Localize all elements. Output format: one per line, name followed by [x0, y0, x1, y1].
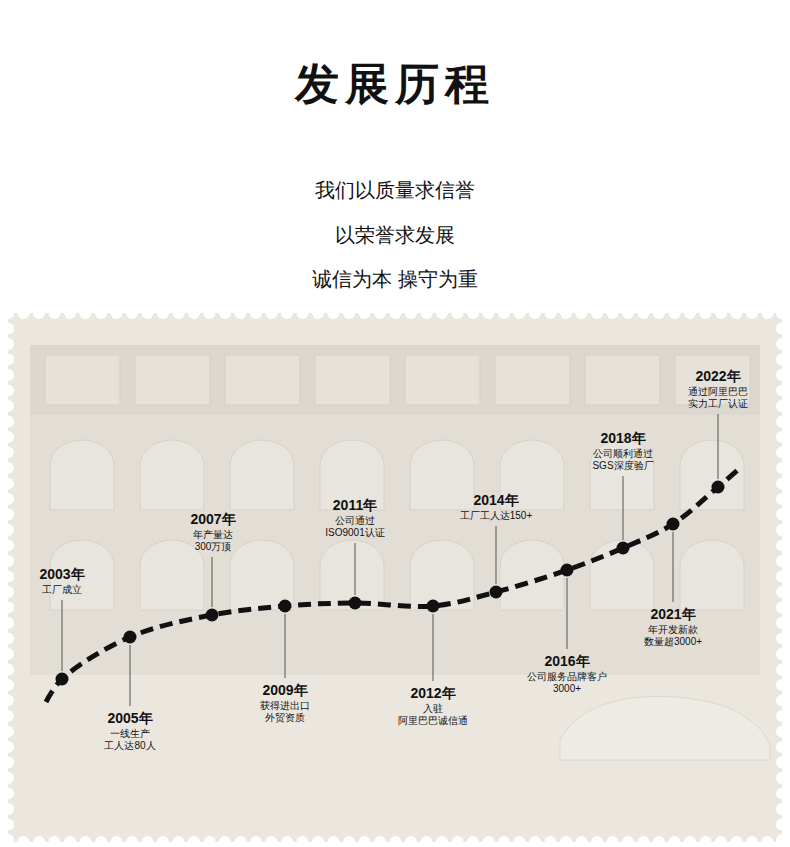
event-text: 一线生产 工人达80人 [104, 728, 155, 752]
event-text: 工厂成立 [42, 584, 82, 596]
year-label: 2009年 [262, 682, 307, 699]
event-text: 通过阿里巴巴 实力工厂认证 [688, 386, 748, 410]
year-label: 2007年 [190, 511, 235, 528]
milestone-dot [617, 542, 630, 555]
leader-line [673, 532, 674, 602]
milestone-dot [667, 518, 680, 531]
slogan-line: 诚信为本 操守为重 [312, 267, 478, 291]
year-label: 2012年 [410, 685, 455, 702]
milestone-dot [206, 609, 219, 622]
event-text: 工厂工人达150+ [460, 510, 533, 522]
event-text: 公司通过 ISO9001认证 [325, 515, 384, 539]
year-label: 2003年 [39, 566, 84, 583]
milestone-dot [490, 586, 503, 599]
event-text: 获得进出口 外贸资质 [260, 700, 310, 724]
year-label: 2016年 [544, 653, 589, 670]
building-illustration [30, 345, 770, 760]
milestone-dot [56, 673, 69, 686]
leader-line [567, 578, 568, 649]
year-label: 2005年 [107, 710, 152, 727]
leader-lines [62, 414, 718, 706]
milestone-dot [427, 600, 440, 613]
year-label: 2022年 [695, 368, 740, 385]
milestone-dot [349, 597, 362, 610]
leader-line [285, 614, 286, 678]
leader-line [496, 526, 497, 584]
year-label: 2018年 [600, 430, 645, 447]
milestone-dot [561, 564, 574, 577]
event-text: 年产量达 300万顶 [193, 529, 233, 553]
stamp-ground [8, 313, 782, 842]
leader-line [623, 476, 624, 540]
growth-curve [46, 468, 740, 702]
leader-line [212, 557, 213, 607]
milestone-dot [124, 631, 137, 644]
leader-line [62, 600, 63, 671]
milestone-dot [279, 600, 292, 613]
leader-line [718, 414, 719, 479]
event-text: 入驻 阿里巴巴诚信通 [398, 703, 468, 727]
milestone-dot [712, 481, 725, 494]
slogan-line: 以荣誉求发展 [335, 223, 455, 247]
event-text: 公司服务品牌客户 3000+ [527, 671, 607, 695]
year-label: 2011年 [333, 497, 377, 514]
year-label: 2021年 [650, 606, 695, 623]
year-label: 2014年 [473, 492, 518, 509]
slogan-line: 我们以质量求信誉 [315, 178, 475, 202]
stamp-perforation [2, 307, 789, 847]
leader-line [433, 614, 434, 681]
leader-line [130, 645, 131, 706]
event-text: 年开发新款 数量超3000+ [644, 624, 702, 648]
leader-line [355, 543, 356, 595]
page-title: 发展历程 [295, 58, 495, 111]
event-text: 公司顺利通过 SGS深度验厂 [592, 448, 653, 472]
